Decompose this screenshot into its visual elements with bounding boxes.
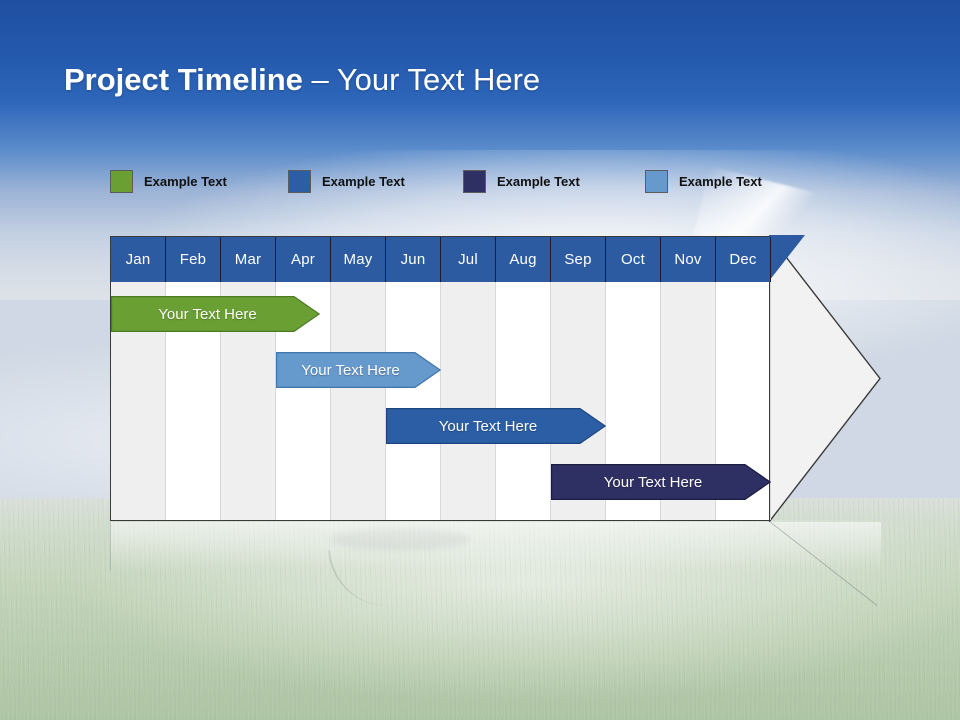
month-header-jul[interactable]: Jul: [441, 237, 496, 282]
column-divider: [495, 237, 496, 520]
legend: Example Text Example Text Example Text Exam…: [110, 169, 830, 193]
legend-swatch-icon: [288, 169, 311, 193]
month-header-nov[interactable]: Nov: [661, 237, 716, 282]
column-divider: [220, 237, 221, 520]
task-bar-shape: [276, 352, 441, 388]
grass-texture: [0, 498, 960, 720]
title-rest: – Your Text Here: [302, 62, 541, 97]
month-column-dec: [716, 237, 771, 520]
month-header-oct[interactable]: Oct: [606, 237, 661, 282]
column-divider: [770, 237, 771, 520]
legend-swatch-icon: [645, 169, 668, 193]
month-header-feb[interactable]: Feb: [166, 237, 221, 282]
column-divider: [165, 237, 166, 520]
legend-item-3[interactable]: Example Text: [463, 169, 580, 193]
column-divider: [660, 237, 661, 520]
task-bar-2[interactable]: Your Text Here: [276, 352, 441, 388]
month-column-jun: [386, 237, 441, 520]
legend-item-4[interactable]: Example Text: [645, 169, 762, 193]
column-divider: [715, 237, 716, 520]
month-header-dec[interactable]: Dec: [716, 237, 771, 282]
legend-item-label: Example Text: [679, 173, 762, 189]
month-column-oct: [606, 237, 661, 520]
task-bar-label: Your Text Here: [158, 305, 257, 323]
task-bar-shape: [111, 296, 320, 332]
task-bar-shape: [386, 408, 606, 444]
task-bar-4[interactable]: Your Text Here: [551, 464, 771, 500]
legend-item-label: Example Text: [144, 173, 227, 189]
month-header-jun[interactable]: Jun: [386, 237, 441, 282]
month-header-aug[interactable]: Aug: [496, 237, 551, 282]
legend-item-label: Example Text: [497, 173, 580, 189]
task-bar-3[interactable]: Your Text Here: [386, 408, 606, 444]
task-bar-label: Your Text Here: [301, 361, 400, 379]
column-divider: [605, 237, 606, 520]
column-divider: [550, 237, 551, 520]
month-column-feb: [166, 237, 221, 520]
page-title: Project Timeline – Your Text Here: [64, 58, 540, 102]
month-header-may[interactable]: May: [331, 237, 386, 282]
column-divider: [440, 237, 441, 520]
month-column-aug: [496, 237, 551, 520]
task-bar-label: Your Text Here: [438, 417, 538, 435]
task-bar-label: Your Text Here: [603, 473, 703, 491]
legend-item-2[interactable]: Example Text: [288, 169, 405, 193]
legend-swatch-icon: [110, 169, 133, 193]
legend-item-1[interactable]: Example Text: [110, 169, 227, 193]
task-bar-shape: [551, 464, 771, 500]
month-header-jan[interactable]: Jan: [111, 237, 166, 282]
month-column-mar: [221, 237, 276, 520]
column-divider: [275, 237, 276, 520]
legend-swatch-icon: [463, 169, 486, 193]
timeline-arrow-head: [768, 232, 881, 525]
task-bar-1[interactable]: Your Text Here: [111, 296, 320, 332]
month-header-apr[interactable]: Apr: [276, 237, 331, 282]
month-column-jul: [441, 237, 496, 520]
month-column-jan: [111, 237, 166, 520]
legend-item-label: Example Text: [322, 173, 405, 189]
title-strong: Project Timeline: [64, 62, 303, 97]
month-header-sep[interactable]: Sep: [551, 237, 606, 282]
month-header-mar[interactable]: Mar: [221, 237, 276, 282]
